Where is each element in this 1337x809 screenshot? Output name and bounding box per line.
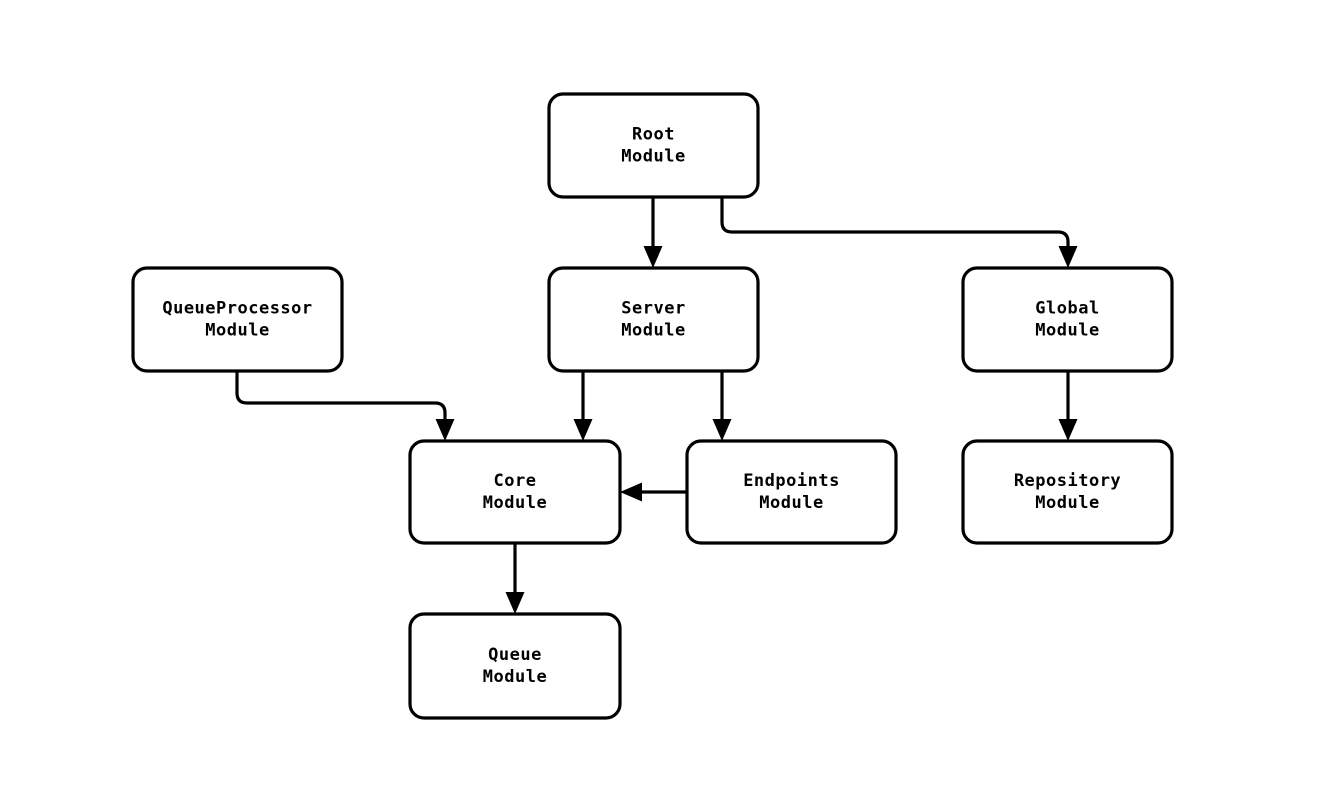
node-label-line1-core: Core: [494, 471, 537, 491]
node-label-line2-queue: Module: [483, 667, 547, 687]
edge-server-to-core: [573, 371, 593, 441]
edge-queueprocessor-to-core: [235, 371, 455, 441]
edge-root-to-global: [720, 197, 1078, 268]
arrowhead-icon: [435, 419, 455, 441]
arrowhead-icon: [712, 419, 732, 441]
node-label-line2-queueprocessor: Module: [205, 321, 269, 341]
node-label-line1-repository: Repository: [1014, 471, 1121, 491]
node-box-server[interactable]: [547, 266, 760, 373]
node-label-line2-root: Module: [621, 147, 685, 167]
edge-line: [720, 197, 1070, 246]
arrowhead-icon: [505, 592, 525, 614]
edge-root-to-server: [643, 197, 663, 268]
node-box-global[interactable]: [961, 266, 1174, 373]
node-label-line2-server: Module: [621, 321, 685, 341]
edge-core-to-queue: [505, 543, 525, 614]
node-label-line1-queue: Queue: [488, 645, 542, 665]
node-label-line1-server: Server: [621, 299, 685, 319]
node-box-root[interactable]: [547, 92, 760, 199]
edge-line: [235, 371, 447, 419]
node-label-line2-repository: Module: [1035, 493, 1099, 513]
node-label-line1-root: Root: [632, 125, 675, 145]
node-label-line1-queueprocessor: QueueProcessor: [162, 299, 312, 319]
node-label-line1-endpoints: Endpoints: [743, 471, 840, 491]
node-label-line2-core: Module: [483, 493, 547, 513]
edges-layer: [235, 197, 1078, 614]
arrowhead-icon: [620, 482, 642, 502]
node-label-line2-endpoints: Module: [759, 493, 823, 513]
node-box-queue[interactable]: [408, 612, 622, 720]
node-box-endpoints[interactable]: [685, 439, 898, 545]
arrowhead-icon: [1058, 419, 1078, 441]
node-label-line1-global: Global: [1035, 299, 1099, 319]
node-box-repository[interactable]: [961, 439, 1174, 545]
arrowhead-icon: [1058, 246, 1078, 268]
edge-server-to-endpoints: [712, 371, 732, 441]
arrowhead-icon: [573, 419, 593, 441]
edge-global-to-repository: [1058, 371, 1078, 441]
node-box-queueprocessor[interactable]: [131, 266, 344, 373]
node-box-core[interactable]: [408, 439, 622, 545]
node-label-line2-global: Module: [1035, 321, 1099, 341]
arrowhead-icon: [643, 246, 663, 268]
nodes-layer: RootModuleQueueProcessorModuleServerModu…: [131, 92, 1174, 720]
edge-endpoints-to-core: [620, 482, 687, 502]
